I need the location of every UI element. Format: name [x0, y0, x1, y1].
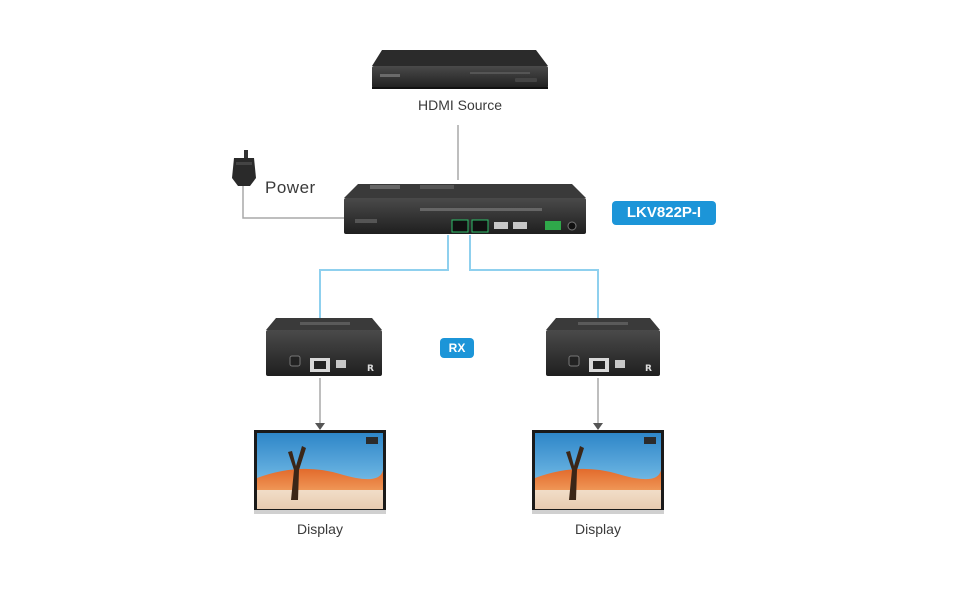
power-cable [242, 185, 350, 219]
hdmi-splitter-device-icon [344, 184, 586, 234]
hdmi-cable-display-right [593, 378, 603, 430]
display-label-left: Display [297, 521, 343, 537]
svg-text:R: R [367, 364, 374, 374]
lan-cable-left [319, 235, 449, 318]
hdmi-receiver-device-icon: R [546, 318, 660, 376]
display-label-right: Display [575, 521, 621, 537]
blu-ray-player-icon [372, 50, 548, 89]
power-label: Power [265, 178, 316, 197]
tv-monitor-icon [532, 430, 664, 514]
tv-monitor-icon [254, 430, 386, 514]
svg-text:R: R [645, 364, 652, 374]
hdmi-receiver-device-icon: R [266, 318, 382, 376]
rx-badge: RX [440, 338, 474, 358]
hdmi-source-label: HDMI Source [417, 97, 503, 113]
hdmi-cable-display-left [315, 378, 325, 430]
model-badge: LKV822P-I [612, 201, 716, 225]
lan-cable-right [469, 235, 599, 318]
power-adapter-icon [232, 150, 256, 186]
